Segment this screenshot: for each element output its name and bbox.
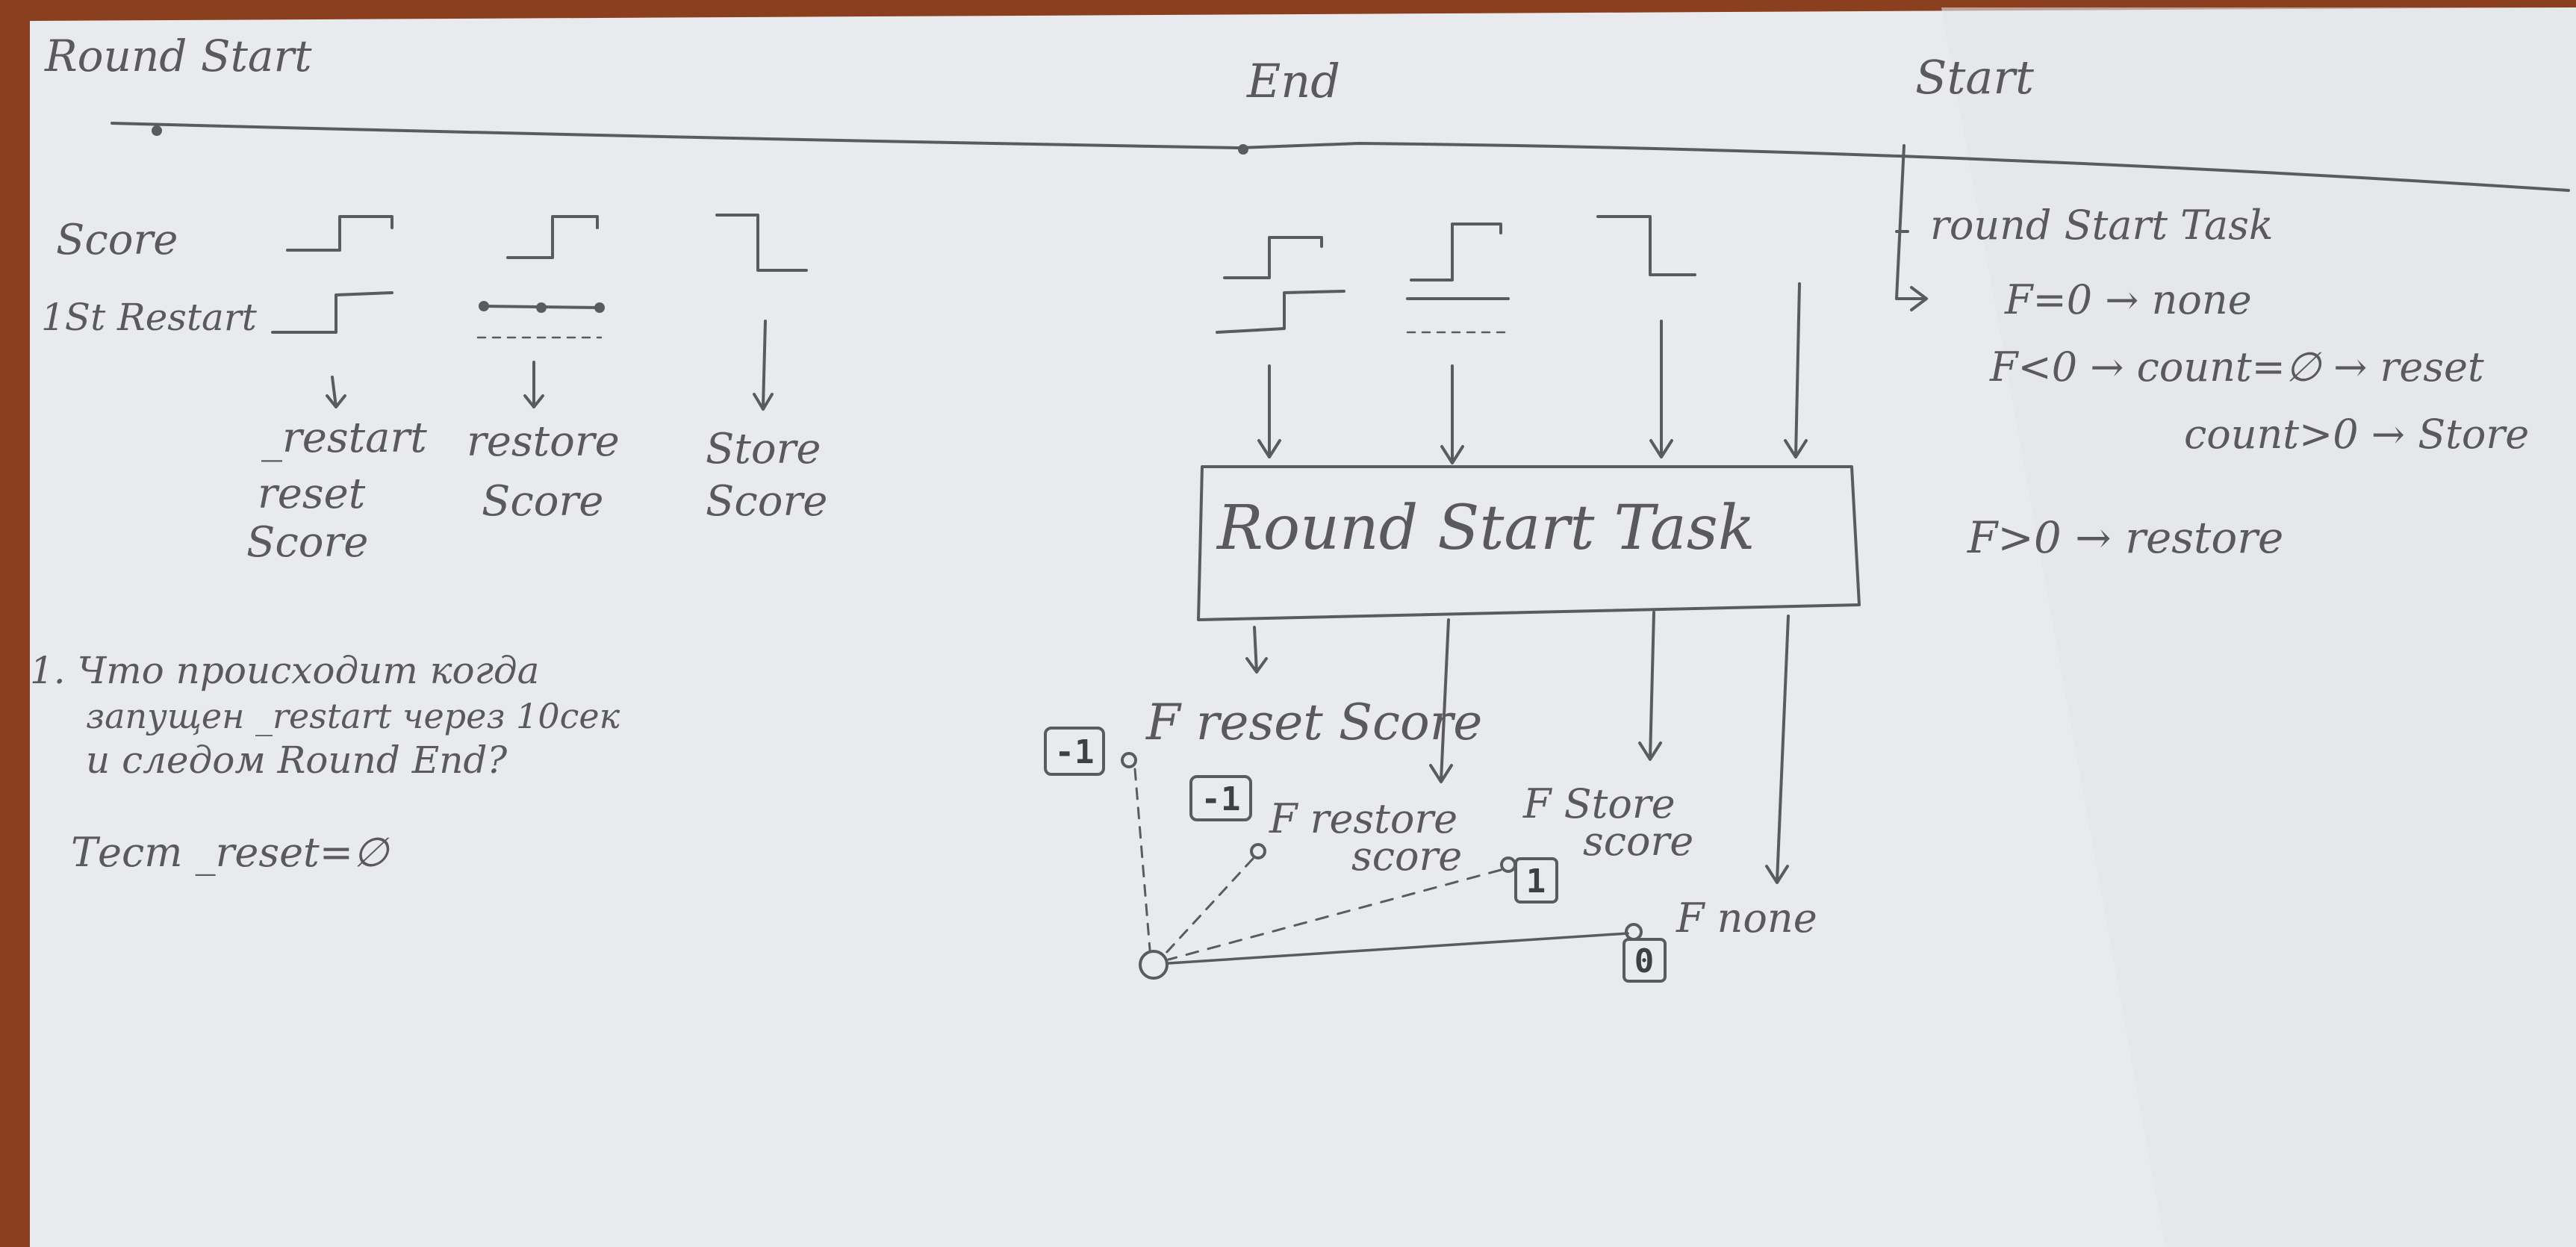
badge-box-restore [1189, 775, 1252, 821]
arrow-into-box-4 [1784, 282, 1808, 458]
logic-rule3: F>0 → restore [1967, 512, 2283, 563]
timeline-end: End [1246, 54, 1340, 108]
score-edge-fall-3 [715, 214, 808, 272]
paper-shade [1941, 7, 2576, 1247]
arrow-out-none [1765, 615, 1790, 884]
badge-box-store [1514, 857, 1558, 904]
task-box [1197, 465, 1861, 621]
right-edge-rise-1a [1223, 236, 1323, 279]
row-label-first-restart: 1St Restart [41, 296, 258, 339]
timeline-line [111, 122, 2570, 192]
question-line3: и следом Round End? [86, 738, 508, 782]
case2-arrow [523, 361, 544, 408]
logic-rule1: F=0 → none [2004, 276, 2252, 323]
timeline-dot-end [1238, 144, 1248, 155]
timeline-dot-start [152, 125, 162, 136]
badge-store: 1 [1526, 862, 1546, 901]
edge-origin-store [1167, 868, 1502, 961]
case1-line2: reset [258, 470, 366, 518]
logic-rule2b: count>0 → Store [2184, 411, 2529, 458]
right-edge-fall-3 [1596, 215, 1696, 276]
score-edge-rise-2 [506, 215, 599, 259]
logic-bracket [1895, 144, 1928, 311]
restart-edge-rise-1 [271, 291, 393, 334]
arrow-out-restore [1429, 618, 1453, 783]
row-label-score: Score [56, 216, 178, 264]
question-test: Тест _reset=∅ [71, 829, 390, 876]
badge-box-reset [1044, 727, 1105, 776]
badge-restore: -1 [1201, 780, 1241, 818]
arrow-into-box-1 [1257, 364, 1281, 458]
case3-arrow [753, 320, 774, 411]
case2-line2: Score [482, 477, 603, 526]
outcome-store-label-b: score [1583, 818, 1693, 865]
question-line1: 1. Что происходит когда [30, 649, 539, 692]
outcome-restore-label-b: score [1351, 833, 1462, 880]
timeline-start: Start [1915, 50, 2034, 105]
edge-origin-none [1167, 932, 1629, 965]
state-origin-node [1139, 950, 1169, 980]
edge-origin-reset [1133, 768, 1151, 951]
case2-line1: restore [467, 417, 620, 466]
right-edge-rise-2 [1410, 223, 1502, 282]
case1-line3: Score [246, 518, 368, 567]
outcome-restore-label-a: F restore [1269, 795, 1457, 842]
state-restore-node [1250, 843, 1266, 859]
outcome-reset-label: F reset Score [1145, 694, 1482, 751]
case1-line1: _restart [261, 414, 427, 462]
badge-reset: -1 [1055, 733, 1095, 771]
case1-arrow [326, 376, 346, 408]
arrow-into-box-2 [1440, 364, 1464, 464]
logic-title: round Start Task [1930, 202, 2274, 249]
logic-rule2a: F<0 → count=∅ → reset [1989, 343, 2484, 391]
edge-origin-restore [1163, 857, 1254, 956]
outcome-none-label: F none [1676, 895, 1817, 942]
task-box-label: Round Start Task [1216, 493, 1755, 564]
arrow-out-reset [1245, 626, 1268, 674]
arrow-out-store [1638, 611, 1662, 761]
paper-sheet [30, 7, 2576, 1247]
outcome-store-label-a: F Store [1522, 780, 1676, 827]
badge-box-none [1623, 938, 1667, 983]
case3-line1: Store [706, 425, 821, 473]
arrow-into-box-3 [1649, 320, 1673, 458]
question-line2: запущен _restart через 10сек [86, 696, 620, 736]
timeline-round-start: Round Start [44, 31, 312, 81]
state-reset-node [1121, 752, 1137, 768]
case3-line2: Score [706, 477, 827, 526]
score-edge-rise-1 [286, 215, 393, 252]
right-edge-rise-1b [1216, 290, 1345, 334]
badge-none: 0 [1634, 942, 1655, 980]
